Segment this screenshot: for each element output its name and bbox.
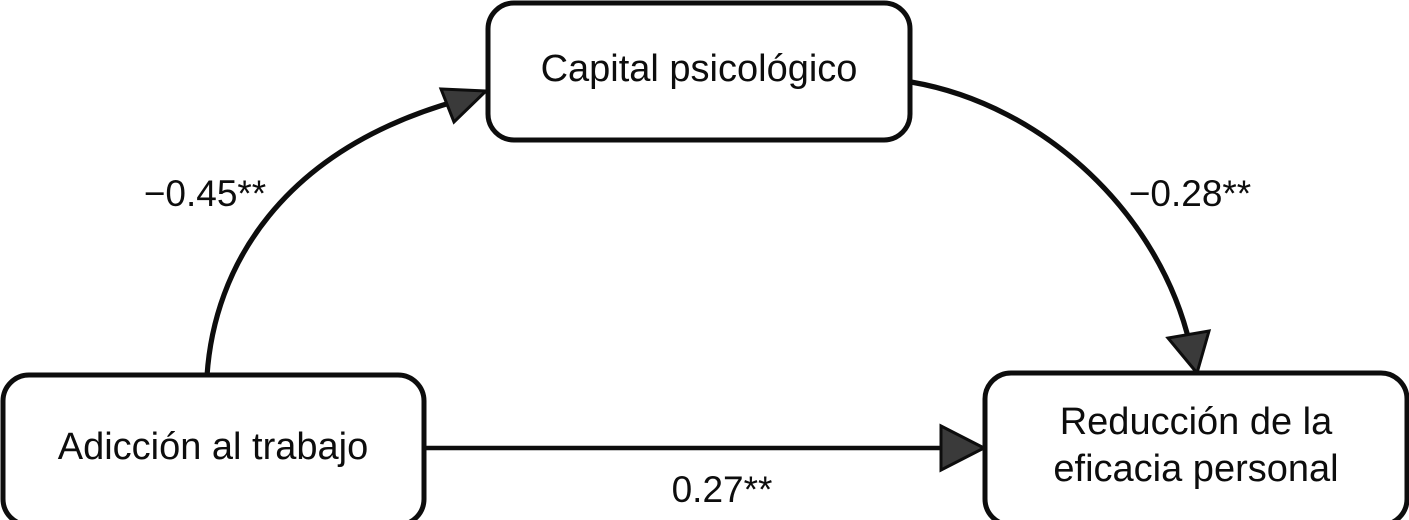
node-box-predictor[interactable] bbox=[0, 372, 427, 520]
edge-line-a-path bbox=[204, 97, 461, 377]
node-box-outcome[interactable] bbox=[982, 370, 1409, 520]
edge-predictor-to-mediator bbox=[204, 87, 490, 377]
node-capital-psicologico[interactable]: Capital psicológico bbox=[485, 0, 913, 143]
node-label-predictor: Adicción al trabajo bbox=[58, 426, 369, 468]
edge-label-c-path: 0.27** bbox=[672, 469, 773, 510]
arrowhead-b-path bbox=[1165, 329, 1212, 377]
edge-mediator-to-outcome bbox=[910, 79, 1212, 377]
node-reduccion-eficacia-personal[interactable]: Reducción de la eficacia personal bbox=[982, 370, 1409, 520]
arrowhead-a-path bbox=[438, 87, 490, 125]
node-adiccion-al-trabajo[interactable]: Adicción al trabajo bbox=[0, 372, 427, 520]
edge-label-b-path: −0.28** bbox=[1129, 173, 1251, 214]
node-label-mediator: Capital psicológico bbox=[541, 48, 858, 90]
node-label-outcome-line2: eficacia personal bbox=[1053, 448, 1338, 490]
node-box-mediator[interactable] bbox=[485, 0, 913, 143]
edge-line-b-path bbox=[910, 79, 1193, 346]
node-label-outcome-line1: Reducción de la bbox=[1060, 401, 1333, 443]
edge-predictor-to-outcome bbox=[424, 423, 988, 473]
edge-label-a-path: −0.45** bbox=[144, 173, 266, 214]
arrowhead-c-path bbox=[939, 423, 988, 473]
